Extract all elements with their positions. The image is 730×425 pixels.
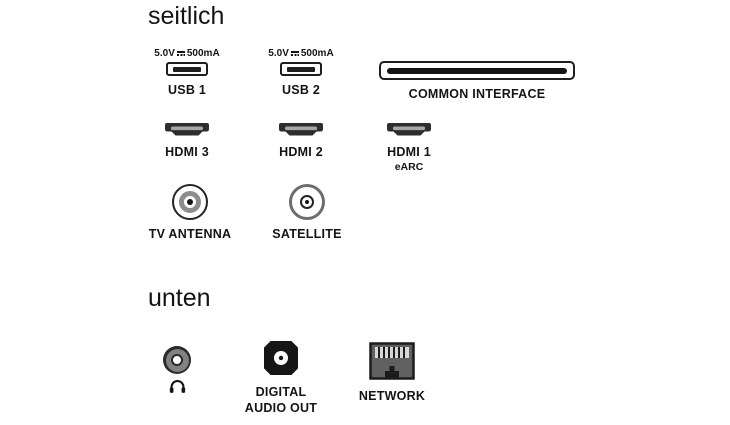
usb1-current: 500mA bbox=[186, 48, 220, 59]
usb-icon bbox=[280, 62, 322, 76]
usb2-port: 5.0V 500mA USB 2 bbox=[251, 48, 351, 97]
common-interface-label: COMMON INTERFACE bbox=[408, 87, 546, 101]
usb2-label: USB 2 bbox=[281, 83, 321, 97]
headphones-port bbox=[142, 346, 212, 394]
hdmi2-label: HDMI 2 bbox=[279, 145, 323, 159]
headphones-icon bbox=[169, 379, 186, 394]
hdmi1-label: HDMI 1 bbox=[387, 145, 431, 159]
usb1-port: 5.0V 500mA USB 1 bbox=[137, 48, 237, 97]
usb2-power-rating: 5.0V 500mA bbox=[268, 48, 333, 59]
hdmi3-label: HDMI 3 bbox=[165, 145, 209, 159]
hdmi-icon bbox=[387, 123, 431, 136]
headphone-jack-icon bbox=[163, 346, 191, 374]
usb-icon bbox=[166, 62, 208, 76]
usb2-current: 500mA bbox=[300, 48, 334, 59]
hdmi1-earc-label: eARC bbox=[394, 161, 424, 173]
ethernet-rj45-icon bbox=[369, 342, 415, 380]
satellite-connector-icon bbox=[289, 184, 325, 220]
usb2-voltage: 5.0V bbox=[268, 48, 289, 59]
side-section-title: seitlich bbox=[148, 2, 225, 30]
satellite-port: SATELLITE bbox=[252, 184, 362, 241]
hdmi3-port: HDMI 3 bbox=[137, 122, 237, 159]
coax-antenna-icon bbox=[172, 184, 208, 220]
usb1-power-rating: 5.0V 500mA bbox=[154, 48, 219, 59]
bottom-section-title: unten bbox=[148, 284, 211, 312]
tv-antenna-port: TV ANTENNA bbox=[130, 184, 250, 241]
common-interface-slot-icon bbox=[379, 61, 575, 80]
usb1-label: USB 1 bbox=[167, 83, 207, 97]
common-interface-port: COMMON INTERFACE bbox=[367, 61, 587, 101]
tv-antenna-label: TV ANTENNA bbox=[148, 227, 232, 241]
dc-symbol-icon bbox=[176, 50, 186, 58]
hdmi-icon bbox=[165, 123, 209, 136]
hdmi-icon bbox=[279, 123, 323, 136]
digital-audio-out-port: DIGITAL AUDIO OUT bbox=[221, 340, 341, 415]
digital-audio-out-label-line1: DIGITAL bbox=[255, 385, 307, 399]
usb1-voltage: 5.0V bbox=[154, 48, 175, 59]
hdmi2-port: HDMI 2 bbox=[251, 122, 351, 159]
dc-symbol-icon bbox=[290, 50, 300, 58]
satellite-label: SATELLITE bbox=[272, 227, 342, 241]
hdmi1-port: HDMI 1 eARC bbox=[359, 122, 459, 173]
optical-audio-icon bbox=[264, 341, 298, 375]
digital-audio-out-label-line2: AUDIO OUT bbox=[244, 401, 318, 415]
network-label: NETWORK bbox=[358, 389, 426, 403]
network-port: NETWORK bbox=[337, 342, 447, 403]
